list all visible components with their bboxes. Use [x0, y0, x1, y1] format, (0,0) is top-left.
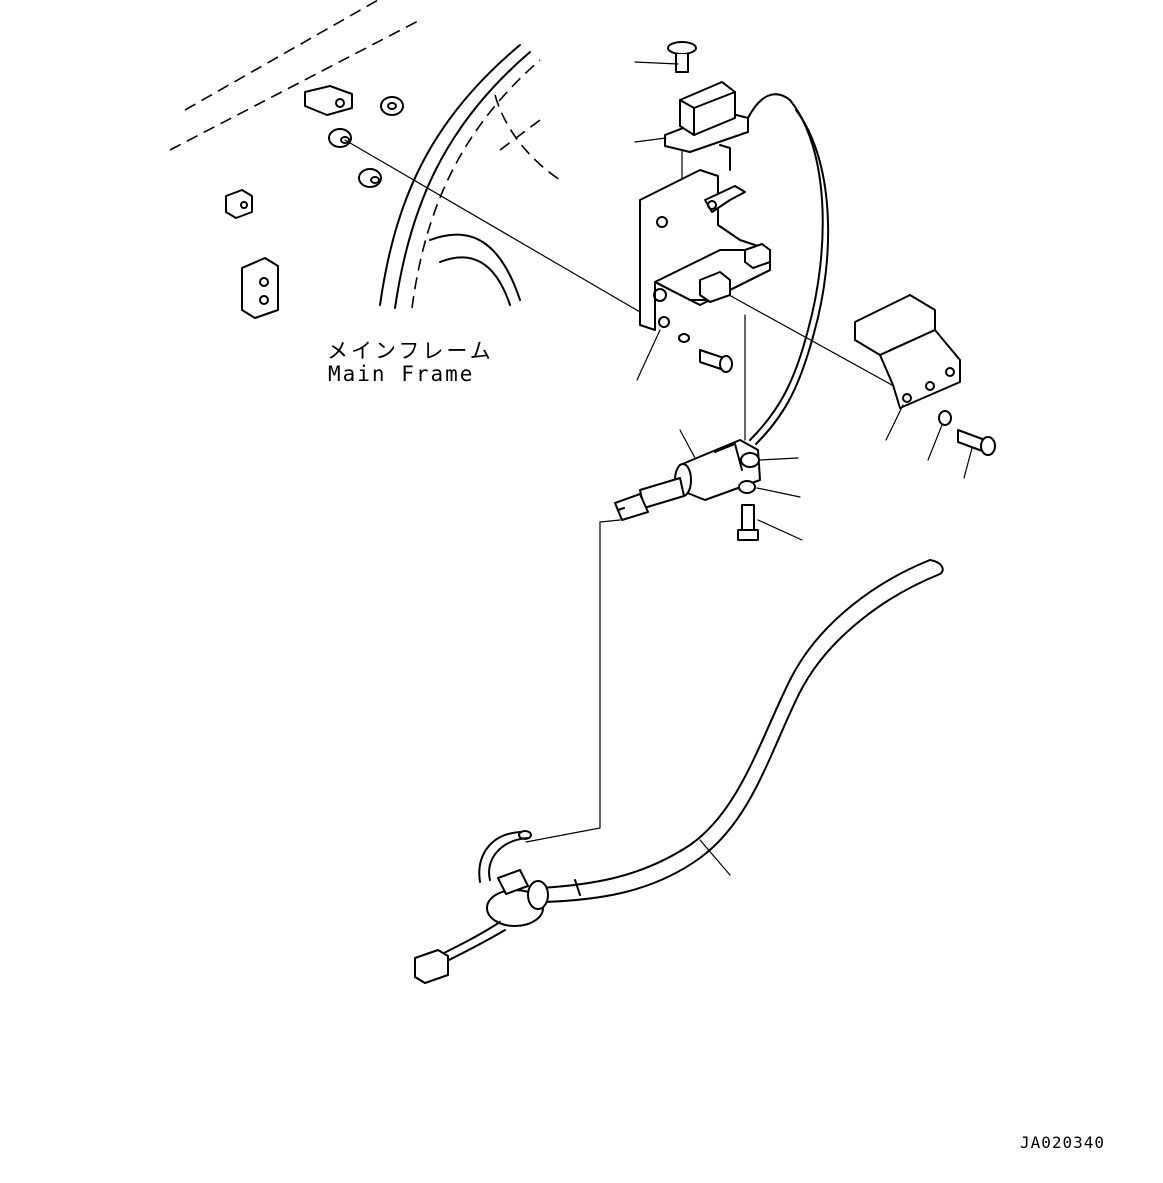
sensor-cable: [749, 99, 830, 445]
clamp-nut-bolt: [737, 480, 759, 541]
main-frame-outline: [169, 0, 561, 309]
main-frame-label-jp: メインフレーム: [327, 339, 494, 363]
drawing-code: JA020340: [1020, 1133, 1105, 1152]
top-screw: [667, 41, 697, 73]
wiring-harness: [414, 559, 944, 984]
cover-plate: [854, 294, 961, 409]
cover-washer-bolt: [938, 410, 996, 456]
leader-lines: [634, 61, 973, 876]
mounting-bracket: [639, 144, 771, 331]
assembly-lines: [344, 129, 911, 843]
main-frame-label-en: Main Frame: [328, 362, 474, 386]
frame-spacer-blocks: [225, 85, 404, 319]
sensor-unit: [664, 81, 791, 153]
cable-clamp: [614, 439, 761, 521]
bracket-bolt: [678, 333, 733, 373]
